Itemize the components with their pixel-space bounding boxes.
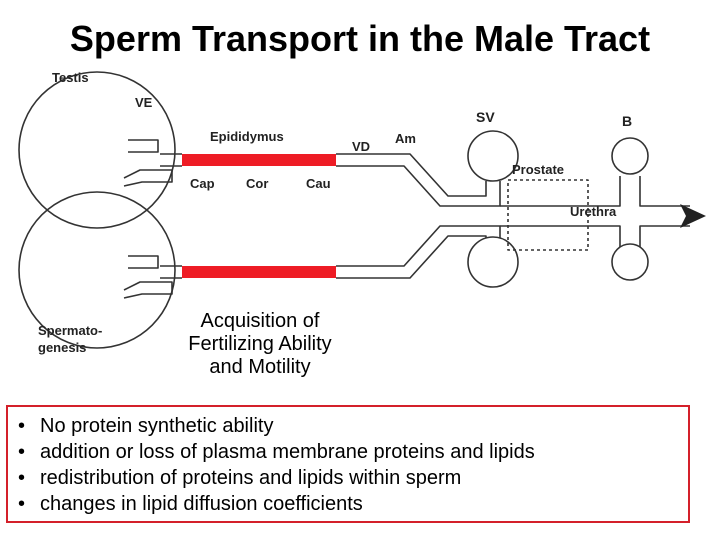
list-item: • No protein synthetic ability	[18, 413, 688, 439]
bullet-marker: •	[18, 415, 26, 437]
label-vd: VD	[352, 139, 370, 154]
acquisition-line-3: and Motility	[209, 356, 311, 378]
label-spermatogenesis-line2: genesis	[38, 340, 86, 355]
list-item-text: changes in lipid diffusion coefficients	[40, 493, 363, 515]
efferent-duct-upper-1	[128, 139, 159, 153]
bullet-marker: •	[18, 441, 26, 463]
label-epididymus: Epididymus	[210, 129, 284, 144]
efferent-duct-upper-2	[123, 169, 173, 187]
vas-deferens-lower	[336, 225, 470, 279]
list-item-text: redistribution of proteins and lipids wi…	[40, 467, 462, 489]
epididymis-lower	[182, 266, 336, 278]
label-cau: Cau	[306, 176, 331, 191]
label-am: Am	[395, 131, 416, 146]
urethra-arrow-icon	[680, 204, 706, 228]
prostate-region	[507, 179, 589, 251]
label-cap: Cap	[190, 176, 215, 191]
slide-title: Sperm Transport in the Male Tract	[69, 18, 651, 59]
properties-box: • No protein synthetic ability • addition …	[6, 405, 690, 523]
seminal-vesicle-upper	[467, 130, 519, 182]
label-cor: Cor	[246, 176, 268, 191]
bulbourethral-gland-upper	[611, 137, 649, 175]
bulbourethral-gland-lower	[611, 243, 649, 281]
efferent-duct-lower-1	[128, 255, 159, 269]
list-item-text: addition or loss of plasma membrane prot…	[40, 441, 535, 463]
list-item: • redistribution of proteins and lipids w…	[18, 465, 688, 491]
list-item: • changes in lipid diffusion coefficients	[18, 491, 688, 517]
list-item: • addition or loss of plasma membrane pro…	[18, 439, 688, 465]
seminal-vesicle-lower	[467, 236, 519, 288]
urethra	[500, 176, 690, 250]
vas-deferens-upper	[336, 153, 470, 207]
acquisition-caption: Acquisition of Fertilizing Ability and M…	[150, 310, 370, 379]
label-urethra: Urethra	[570, 204, 617, 219]
label-sv: SV	[476, 109, 495, 125]
properties-list: • No protein synthetic ability • addition …	[18, 413, 688, 517]
label-ve: VE	[135, 95, 153, 110]
acquisition-line-2: Fertilizing Ability	[188, 333, 332, 355]
label-b: B	[622, 113, 632, 129]
label-testis: Testis	[52, 70, 89, 85]
epididymis-upper	[182, 154, 336, 166]
list-item-text: No protein synthetic ability	[40, 415, 274, 437]
label-prostate: Prostate	[512, 162, 564, 177]
bullet-marker: •	[18, 493, 26, 515]
acquisition-line-1: Acquisition of	[200, 310, 320, 332]
testis-upper	[18, 71, 176, 229]
male-tract-diagram: Testis VE Epididymus VD Am SV B Prostate…	[18, 70, 706, 355]
testis-lower	[18, 191, 176, 349]
efferent-duct-lower-2	[123, 281, 173, 299]
bullet-marker: •	[18, 467, 26, 489]
label-spermatogenesis-line1: Spermato-	[38, 323, 102, 338]
